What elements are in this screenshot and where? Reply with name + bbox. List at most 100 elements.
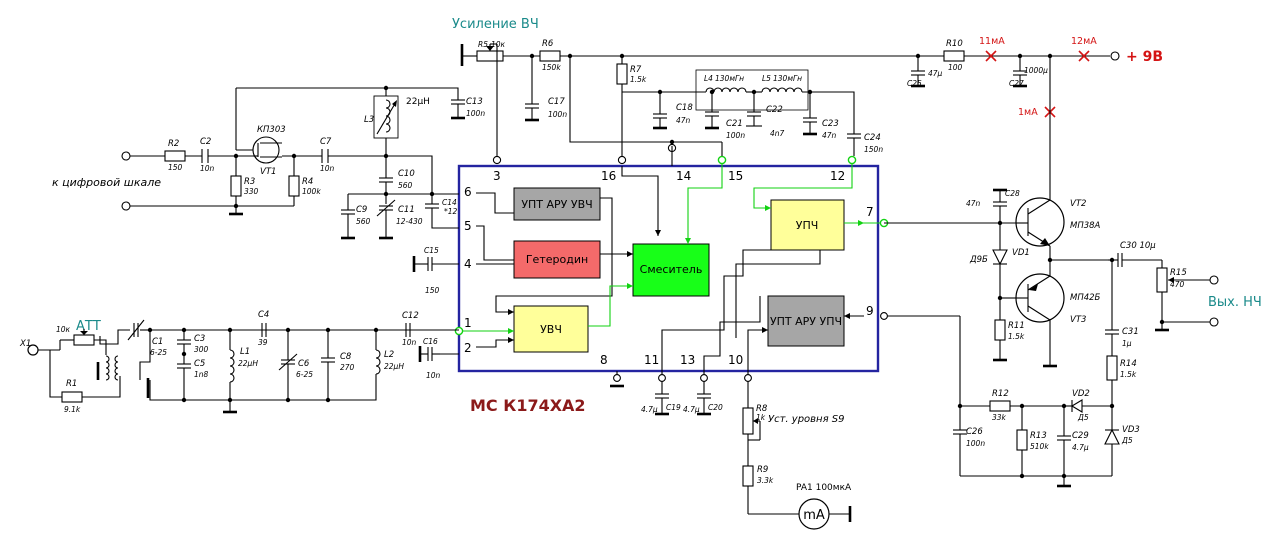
dial-terminal-1[interactable] [121, 151, 131, 161]
r14-label: R14 [1120, 359, 1137, 369]
c29-value: 4.7μ [1072, 443, 1089, 452]
output-stage-wiring [884, 188, 1210, 488]
r10-value: 100 [948, 63, 963, 72]
l1-inductor [229, 330, 235, 400]
c3-label: C3 [194, 334, 205, 344]
c13-label: C13 [466, 97, 483, 107]
c9-label: C9 [356, 205, 367, 215]
r6-resistor [539, 50, 561, 62]
output-terminal-2[interactable] [1209, 317, 1219, 327]
l4-value: 130мГн [715, 74, 744, 83]
vd1-type: Д9Б [969, 255, 988, 265]
x1-label: X1 [19, 339, 31, 349]
pin-11: 11 [644, 353, 659, 367]
vd1-diode [992, 249, 1008, 266]
r14-resistor [1106, 355, 1118, 381]
c6-trimmer [278, 330, 298, 400]
l3-value: 22μH [406, 97, 430, 107]
l5-value: 130мГн [773, 74, 802, 83]
c31-label: C31 [1122, 327, 1139, 337]
gain-label: Усиление ВЧ [452, 17, 539, 32]
vd3-diode [1104, 428, 1120, 445]
svg-text:Смеситель: Смеситель [640, 263, 703, 276]
c24-value: 150n [864, 145, 883, 154]
r2-resistor [164, 150, 186, 162]
r11-resistor [994, 319, 1006, 341]
dial-terminal-2[interactable] [121, 201, 131, 211]
c23-value: 47n [822, 131, 837, 140]
r15-potentiometer[interactable] [1156, 267, 1168, 293]
c28-value: 47n [966, 199, 981, 208]
r14-value: 1.5k [1120, 370, 1137, 379]
vt2-label: VT2 [1070, 199, 1086, 209]
pin-2: 2 [464, 341, 472, 355]
pin-10: 10 [728, 353, 743, 367]
r15-value: 470 [1170, 280, 1185, 289]
pin-1: 1 [464, 316, 472, 330]
ic-signal-path [454, 155, 889, 336]
c24-label: C24 [864, 133, 881, 143]
ic-title: МС К174ХА2 [470, 396, 586, 415]
output-label: Вых. НЧ [1208, 295, 1262, 310]
c15-value: 150 [425, 286, 440, 295]
pin-4: 4 [464, 257, 472, 271]
r13-value: 510k [1030, 442, 1049, 451]
pin-12: 12 [830, 169, 845, 183]
c8-label: C8 [340, 352, 352, 362]
l1-value: 22μH [238, 359, 258, 368]
c30-capacitor [1117, 253, 1123, 267]
r8-potentiometer[interactable] [742, 407, 761, 441]
c12-value: 10n [402, 338, 417, 347]
r1-resistor [61, 391, 83, 403]
c22-value: 4n7 [770, 129, 785, 138]
vt1-stage-wiring [130, 85, 465, 216]
c25-capacitor [911, 53, 925, 88]
r1-label: R1 [66, 379, 77, 389]
c26-capacitor [953, 429, 967, 435]
c19-label: C19 [666, 403, 681, 412]
c30-label: C30 10μ [1120, 241, 1156, 251]
pin-13: 13 [680, 353, 695, 367]
c18-capacitor [653, 89, 667, 130]
c29-capacitor [1057, 435, 1071, 441]
current-1ma: 1мА [1018, 107, 1038, 118]
pin9-node [880, 312, 888, 320]
c10-value: 560 [398, 181, 413, 190]
pin-8: 8 [600, 353, 608, 367]
input-x1-connector[interactable] [27, 344, 39, 356]
current-12ma: 12мА [1071, 36, 1097, 47]
r5-value: 10к [491, 40, 506, 49]
pin-7: 7 [866, 205, 874, 219]
att-potentiometer[interactable] [73, 329, 95, 346]
s9-meter-wiring [744, 371, 852, 522]
r13-label: R13 [1030, 431, 1047, 441]
c27-label: C27 [1009, 79, 1024, 88]
c6-label: C6 [298, 359, 310, 369]
r10-label: R10 [946, 39, 963, 49]
r12-value: 33k [992, 413, 1007, 422]
current-marker-11ma [985, 50, 997, 62]
l2-label: L2 [384, 350, 394, 360]
r5-potentiometer[interactable] [476, 43, 504, 158]
c7-value: 10n [320, 164, 335, 173]
c23-capacitor [803, 92, 817, 136]
c5-label: C5 [194, 359, 205, 369]
c20-value: 4.7μ [683, 405, 700, 414]
c1-label: C1 [152, 337, 163, 347]
c2-value: 10n [200, 164, 215, 173]
c11-label: C11 [398, 205, 415, 215]
c16-label: C16 [423, 337, 438, 346]
r6-label: R6 [542, 39, 554, 49]
block-upt-aru-uvch: УПТ АРУ УВЧ [513, 187, 601, 221]
c15-capacitor [412, 256, 459, 272]
c9-value: 560 [356, 217, 371, 226]
r4-label: R4 [302, 177, 313, 187]
r11-value: 1.5k [1008, 332, 1025, 341]
c6-value: 6-25 [296, 370, 313, 379]
output-terminal-1[interactable] [1209, 275, 1219, 285]
c4-capacitor [261, 323, 267, 337]
c24-capacitor [847, 133, 861, 156]
r9-value: 3.3k [757, 476, 774, 485]
vt2-transistor [1015, 195, 1065, 250]
